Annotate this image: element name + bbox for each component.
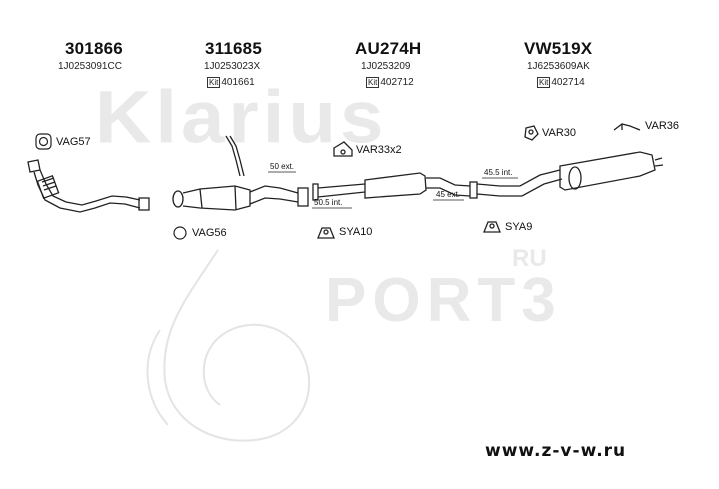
dimension-50-5-int: 50.5 int. — [314, 198, 343, 207]
label-var30: VAR30 — [542, 127, 577, 139]
kit-code-2: 401661 — [221, 77, 255, 88]
dimension-45-ext: 45 ext. — [436, 190, 461, 199]
centre-silencer — [312, 172, 478, 201]
oem-number-3: 1J0253209 — [361, 61, 411, 72]
brand-watermark: Klarius — [95, 75, 388, 159]
oem-number-4: 1J6253609AK — [527, 61, 590, 72]
var33x2-hanger-icon — [333, 141, 353, 157]
label-sya9: SYA9 — [505, 221, 533, 233]
kit-badge: Kit — [207, 77, 221, 88]
dimension-45-5-int: 45.5 int. — [484, 168, 513, 177]
var36-bracket-icon — [613, 123, 641, 131]
oem-number-1: 1J0253091CC — [58, 61, 122, 72]
site-suffix-watermark: RU — [512, 245, 547, 272]
kit-badge: Kit — [537, 77, 551, 88]
label-var33x2: VAR33x2 — [356, 144, 402, 156]
front-pipe — [27, 159, 150, 213]
label-vag57: VAG57 — [56, 136, 91, 148]
label-vag56: VAG56 — [192, 227, 227, 239]
kit-code-3: 402712 — [380, 77, 414, 88]
vag57-gasket-icon — [35, 133, 52, 150]
label-sya10: SYA10 — [339, 226, 373, 238]
kit-code-4: 402714 — [551, 77, 585, 88]
catalytic-converter — [172, 135, 309, 211]
vag56-ring-icon — [173, 226, 187, 240]
sya10-clamp-icon — [317, 227, 335, 239]
watermark-logo — [146, 249, 310, 442]
var30-hanger-icon — [524, 125, 539, 141]
part-number-2: 311685 — [205, 39, 262, 58]
label-var36: VAR36 — [645, 120, 680, 132]
part-number-1: 301866 — [65, 39, 123, 58]
dimension-50-ext: 50 ext. — [270, 162, 295, 171]
part-number-4: VW519X — [524, 39, 593, 58]
oem-number-2: 1J0253023X — [204, 61, 261, 72]
footer-url: www.z-v-w.ru — [485, 441, 627, 461]
rear-silencer — [476, 151, 664, 197]
part-number-3: AU274H — [355, 39, 422, 58]
kit-badge: Kit — [366, 77, 380, 88]
sya9-clamp-icon — [483, 221, 501, 233]
site-watermark: PORT3 — [325, 266, 562, 335]
dimension-lines — [268, 171, 518, 209]
